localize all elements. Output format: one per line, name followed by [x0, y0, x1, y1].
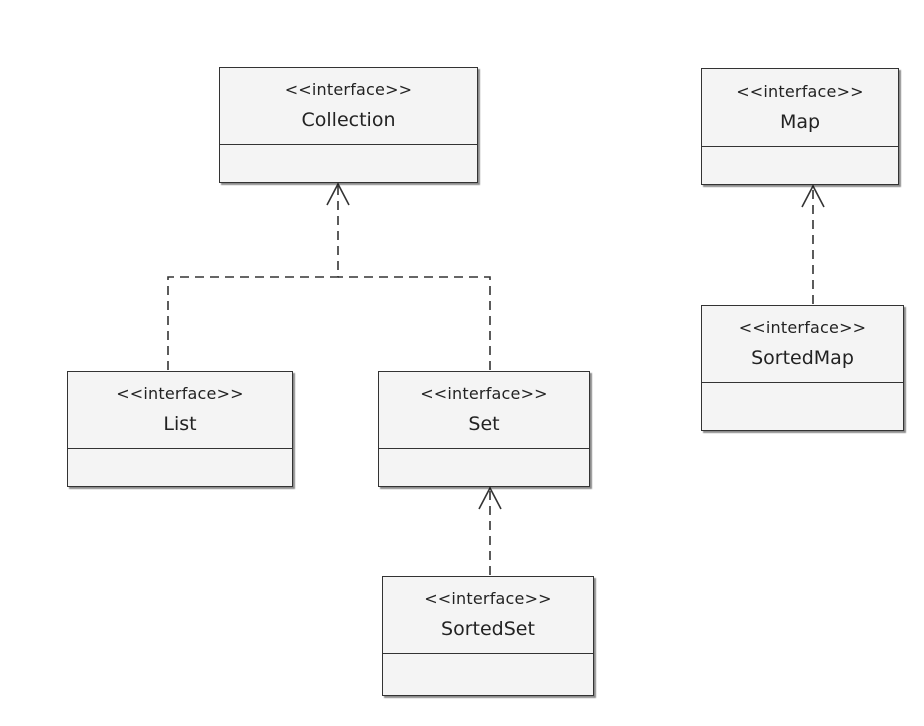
interface-collection-header: <<interface>> Collection [220, 68, 477, 145]
interface-map[interactable]: <<interface>> Map [701, 68, 899, 185]
stereotype-label: <<interface>> [116, 384, 244, 403]
edge-list-collection [167, 186, 339, 370]
arrowhead-map [801, 184, 825, 208]
interface-sortedmap[interactable]: <<interface>> SortedMap [701, 305, 904, 431]
interface-name: Set [468, 413, 500, 435]
interface-name: SortedSet [441, 618, 535, 640]
interface-name: Map [779, 110, 821, 133]
interface-sortedset[interactable]: <<interface>> SortedSet [382, 576, 594, 696]
interface-set-header: <<interface>> Set [379, 372, 589, 449]
interface-sortedmap-header: <<interface>> SortedMap [702, 306, 903, 383]
interface-list-header: <<interface>> List [68, 372, 292, 449]
interface-name: List [163, 413, 197, 435]
edge-set-collection [338, 276, 491, 370]
stereotype-label: <<interface>> [420, 384, 548, 403]
interface-map-header: <<interface>> Map [702, 69, 898, 147]
arrowhead-collection [326, 182, 350, 206]
stereotype-label: <<interface>> [424, 589, 552, 608]
stereotype-label: <<interface>> [284, 80, 413, 99]
interface-name: SortedMap [751, 347, 854, 369]
interface-collection[interactable]: <<interface>> Collection [219, 67, 478, 183]
stereotype-label: <<interface>> [738, 318, 867, 337]
interface-set[interactable]: <<interface>> Set [378, 371, 590, 487]
interface-list[interactable]: <<interface>> List [67, 371, 293, 487]
interface-sortedset-header: <<interface>> SortedSet [383, 577, 593, 654]
stereotype-label: <<interface>> [736, 81, 864, 101]
interface-name: Collection [301, 109, 396, 131]
arrowhead-set [478, 486, 502, 510]
